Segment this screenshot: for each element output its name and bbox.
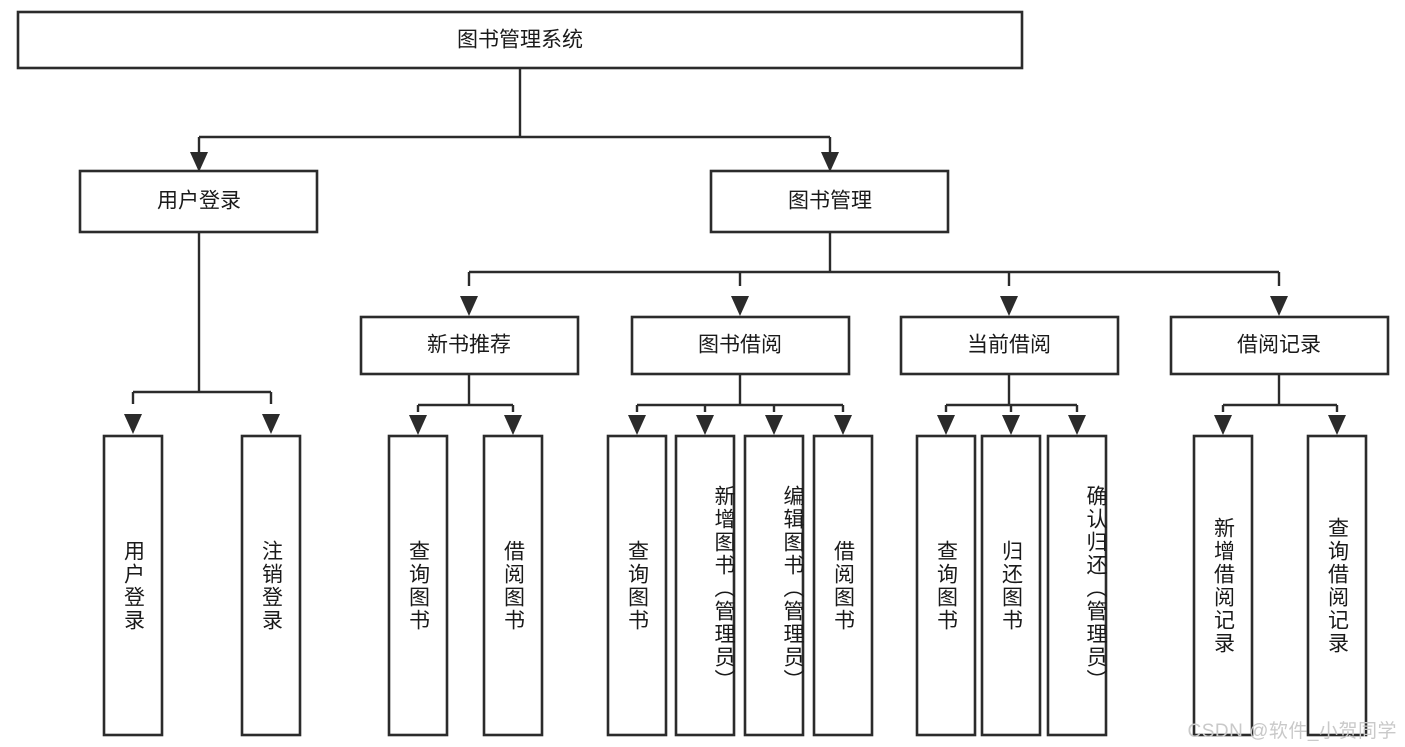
node-leaf-add-book[interactable] <box>674 434 736 737</box>
node-borrow-record[interactable] <box>1169 315 1390 376</box>
node-root-book-management-system[interactable] <box>16 10 1024 70</box>
node-leaf-confirm-return[interactable] <box>1046 434 1108 737</box>
connector-bookborrow-to-leaves <box>635 374 845 412</box>
arrow-to-leaf-borrow-book-1 <box>504 415 522 435</box>
node-user-login[interactable] <box>78 169 319 234</box>
connector-newbook-to-leaves <box>416 374 515 412</box>
connector-root-to-level2 <box>197 68 832 155</box>
node-book-manage[interactable] <box>709 169 950 234</box>
node-leaf-user-login[interactable] <box>102 434 164 737</box>
arrow-to-book-manage <box>821 152 839 172</box>
arrow-to-user-login <box>190 152 208 172</box>
node-book-borrow-label: 图书借阅 <box>698 334 782 357</box>
node-leaf-query-record[interactable] <box>1306 434 1368 737</box>
node-leaf-query-book-2[interactable] <box>606 434 668 737</box>
connector-userlogin-to-leaves <box>131 232 273 404</box>
connector-bookmanage-to-level3 <box>467 232 1281 286</box>
node-leaf-add-record[interactable] <box>1192 434 1254 737</box>
node-leaf-return-book[interactable] <box>980 434 1042 737</box>
arrow-to-leaf-query-record <box>1328 415 1346 435</box>
arrow-to-new-book-recommend <box>460 296 478 316</box>
node-root-label: 图书管理系统 <box>457 29 583 52</box>
connector-currentborrow-to-leaves <box>944 374 1079 412</box>
node-leaf-borrow-book-2[interactable] <box>812 434 874 737</box>
connector-borrowrecord-to-leaves <box>1221 374 1339 412</box>
node-leaf-logout[interactable] <box>240 434 302 737</box>
node-leaf-borrow-book-1[interactable] <box>482 434 544 737</box>
node-new-book-recommend[interactable] <box>359 315 580 376</box>
node-borrow-record-label: 借阅记录 <box>1237 334 1321 357</box>
node-user-login-label: 用户登录 <box>157 190 241 213</box>
csdn-watermark: CSDN @软件_小贺同学 <box>1187 721 1397 742</box>
arrow-to-leaf-logout <box>262 414 280 434</box>
arrow-to-leaf-query-book-2 <box>628 415 646 435</box>
node-current-borrow-label: 当前借阅 <box>967 334 1051 357</box>
node-leaf-edit-book[interactable] <box>743 434 805 737</box>
arrow-to-leaf-user-login <box>124 414 142 434</box>
node-current-borrow[interactable] <box>899 315 1120 376</box>
arrow-to-leaf-add-book <box>696 415 714 435</box>
arrow-to-leaf-edit-book <box>765 415 783 435</box>
arrow-to-leaf-borrow-book-2 <box>834 415 852 435</box>
arrow-to-leaf-query-book-3 <box>937 415 955 435</box>
arrow-to-book-borrow <box>731 296 749 316</box>
node-book-manage-label: 图书管理 <box>788 190 872 213</box>
node-leaf-query-book-1[interactable] <box>387 434 449 737</box>
node-new-book-recommend-label: 新书推荐 <box>427 334 511 357</box>
arrow-to-leaf-query-book-1 <box>409 415 427 435</box>
node-book-borrow[interactable] <box>630 315 851 376</box>
arrow-to-current-borrow <box>1000 296 1018 316</box>
arrow-to-leaf-return-book <box>1002 415 1020 435</box>
arrow-to-leaf-add-record <box>1214 415 1232 435</box>
arrow-to-borrow-record <box>1270 296 1288 316</box>
node-leaf-query-book-3[interactable] <box>915 434 977 737</box>
arrow-to-leaf-confirm-return <box>1068 415 1086 435</box>
